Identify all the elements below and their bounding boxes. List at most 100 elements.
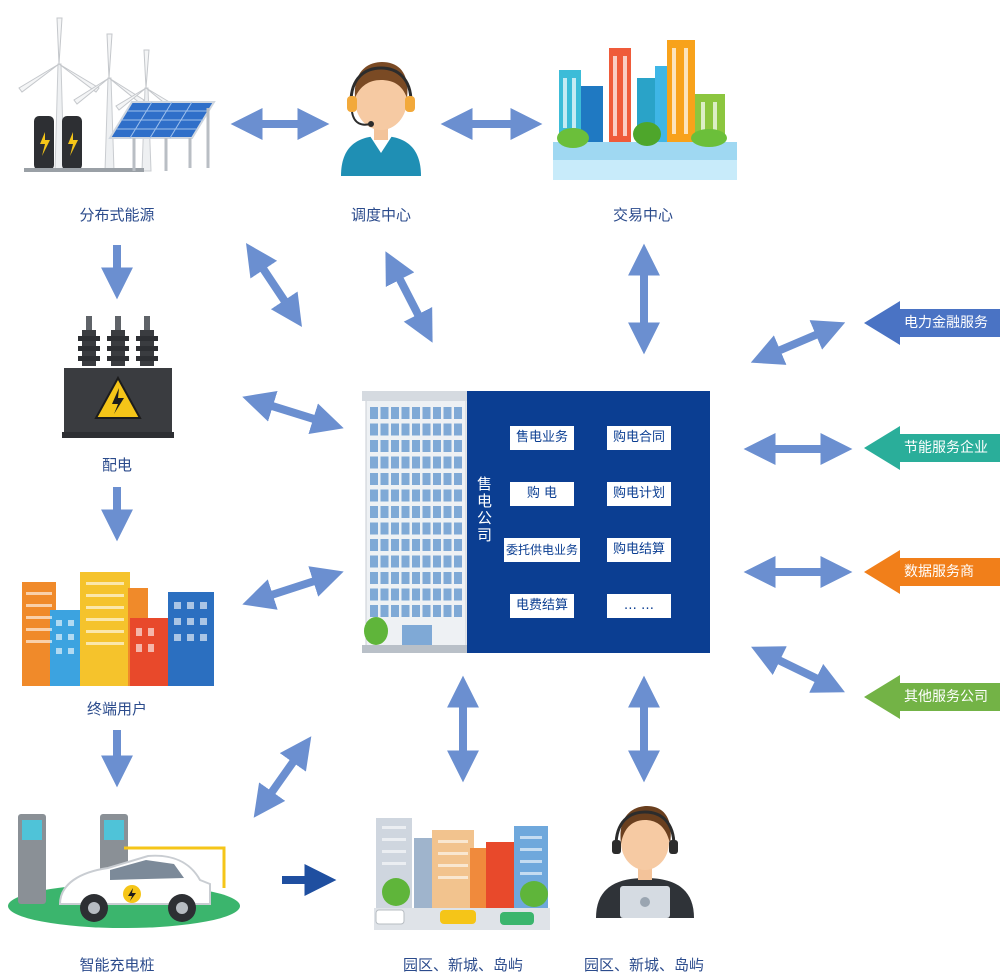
building-window	[422, 522, 431, 535]
building-window	[370, 522, 378, 535]
building-window	[370, 456, 378, 469]
building-window	[412, 407, 420, 419]
building-window	[391, 489, 399, 502]
dispatch-operator-icon	[341, 62, 421, 176]
park-area-label-1: 园区、新城、岛屿	[402, 956, 523, 974]
building-window	[443, 572, 452, 584]
building-window	[391, 522, 399, 535]
building-window	[370, 588, 378, 601]
service-data: 数据服务商	[864, 550, 1000, 594]
business-item: 购电结算	[607, 538, 671, 562]
building-window	[443, 456, 452, 469]
building-window	[380, 473, 389, 485]
arrow-distribution-company	[242, 390, 344, 435]
building-window	[412, 555, 420, 568]
end-users-buildings-illustration	[22, 572, 214, 686]
building-window	[422, 473, 431, 485]
business-item: 电费结算	[510, 594, 574, 618]
building-window	[422, 572, 431, 584]
service-energy-saving-label: 节能服务企业	[904, 440, 988, 456]
building-window	[380, 440, 389, 452]
building-window	[380, 423, 389, 436]
building-window	[401, 522, 410, 535]
service-data-arrow-shape	[864, 550, 1000, 594]
company-name: 售电公司	[475, 476, 493, 544]
building-window	[412, 506, 420, 518]
building-window	[422, 555, 431, 568]
building-window	[443, 489, 452, 502]
building-window	[454, 572, 462, 584]
building-window	[433, 605, 441, 617]
building-window	[401, 588, 410, 601]
arrow-users-company	[242, 566, 344, 610]
trading-center-label: 交易中心	[612, 206, 673, 224]
building-window	[422, 423, 431, 436]
building-window	[370, 539, 378, 551]
building-window	[422, 605, 431, 617]
building-window	[391, 456, 399, 469]
building-window	[443, 522, 452, 535]
building-window	[454, 605, 462, 617]
building-window	[454, 506, 462, 518]
service-other: 其他服务公司	[864, 675, 1000, 719]
building-window	[443, 588, 452, 601]
building-window	[412, 572, 420, 584]
building-window	[454, 423, 462, 436]
building-window	[412, 473, 420, 485]
building-window	[401, 407, 410, 419]
building-window	[443, 605, 452, 617]
service-other-arrow-shape	[864, 675, 1000, 719]
business-item: 购电合同	[607, 426, 671, 450]
building-window	[412, 539, 420, 551]
building-window	[454, 588, 462, 601]
building-window	[443, 555, 452, 568]
building-window	[380, 407, 389, 419]
service-energy-saving-arrow-shape	[864, 426, 1000, 470]
building-window	[391, 423, 399, 436]
building-window	[454, 440, 462, 452]
distributed-energy-label: 分布式能源	[79, 206, 155, 224]
service-finance-label: 电力金融服务	[904, 315, 988, 331]
dispatch-center-label: 调度中心	[350, 206, 411, 224]
arrow-company-other	[751, 646, 845, 693]
building-window	[370, 605, 378, 617]
building-window	[443, 506, 452, 518]
business-item: 售电业务	[510, 426, 574, 450]
building-window	[433, 440, 441, 452]
building-window	[422, 588, 431, 601]
building-window	[422, 506, 431, 518]
end-users-label: 终端用户	[86, 700, 147, 718]
building-window	[380, 572, 389, 584]
service-other-label: 其他服务公司	[904, 689, 988, 705]
building-window	[370, 423, 378, 436]
building-window	[391, 506, 399, 518]
building-window	[422, 440, 431, 452]
charging-pile-label: 智能充电桩	[79, 956, 155, 974]
business-item: 委托供电业务	[504, 538, 580, 562]
building-window	[380, 588, 389, 601]
building-window	[422, 407, 431, 419]
building-window	[412, 440, 420, 452]
building-window	[370, 407, 378, 419]
building-window	[401, 506, 410, 518]
building-window	[454, 456, 462, 469]
building-window	[391, 605, 399, 617]
building-window	[433, 522, 441, 535]
building-window	[443, 473, 452, 485]
building-window	[401, 605, 410, 617]
building-window	[412, 588, 420, 601]
building-window	[380, 506, 389, 518]
business-item: 购 电	[510, 482, 574, 506]
building-window	[412, 522, 420, 535]
arrow-charging-company	[253, 736, 312, 818]
building-window	[380, 539, 389, 551]
arrow-energy-company	[246, 243, 302, 327]
charging-pile-ev-illustration	[8, 814, 240, 928]
distributed-energy-illustration	[18, 17, 216, 172]
building-window	[433, 506, 441, 518]
building-window	[401, 456, 410, 469]
company-business-panel	[467, 391, 710, 653]
building-window	[454, 555, 462, 568]
building-window	[443, 407, 452, 419]
park-area-label-2: 园区、新城、岛屿	[583, 956, 704, 974]
